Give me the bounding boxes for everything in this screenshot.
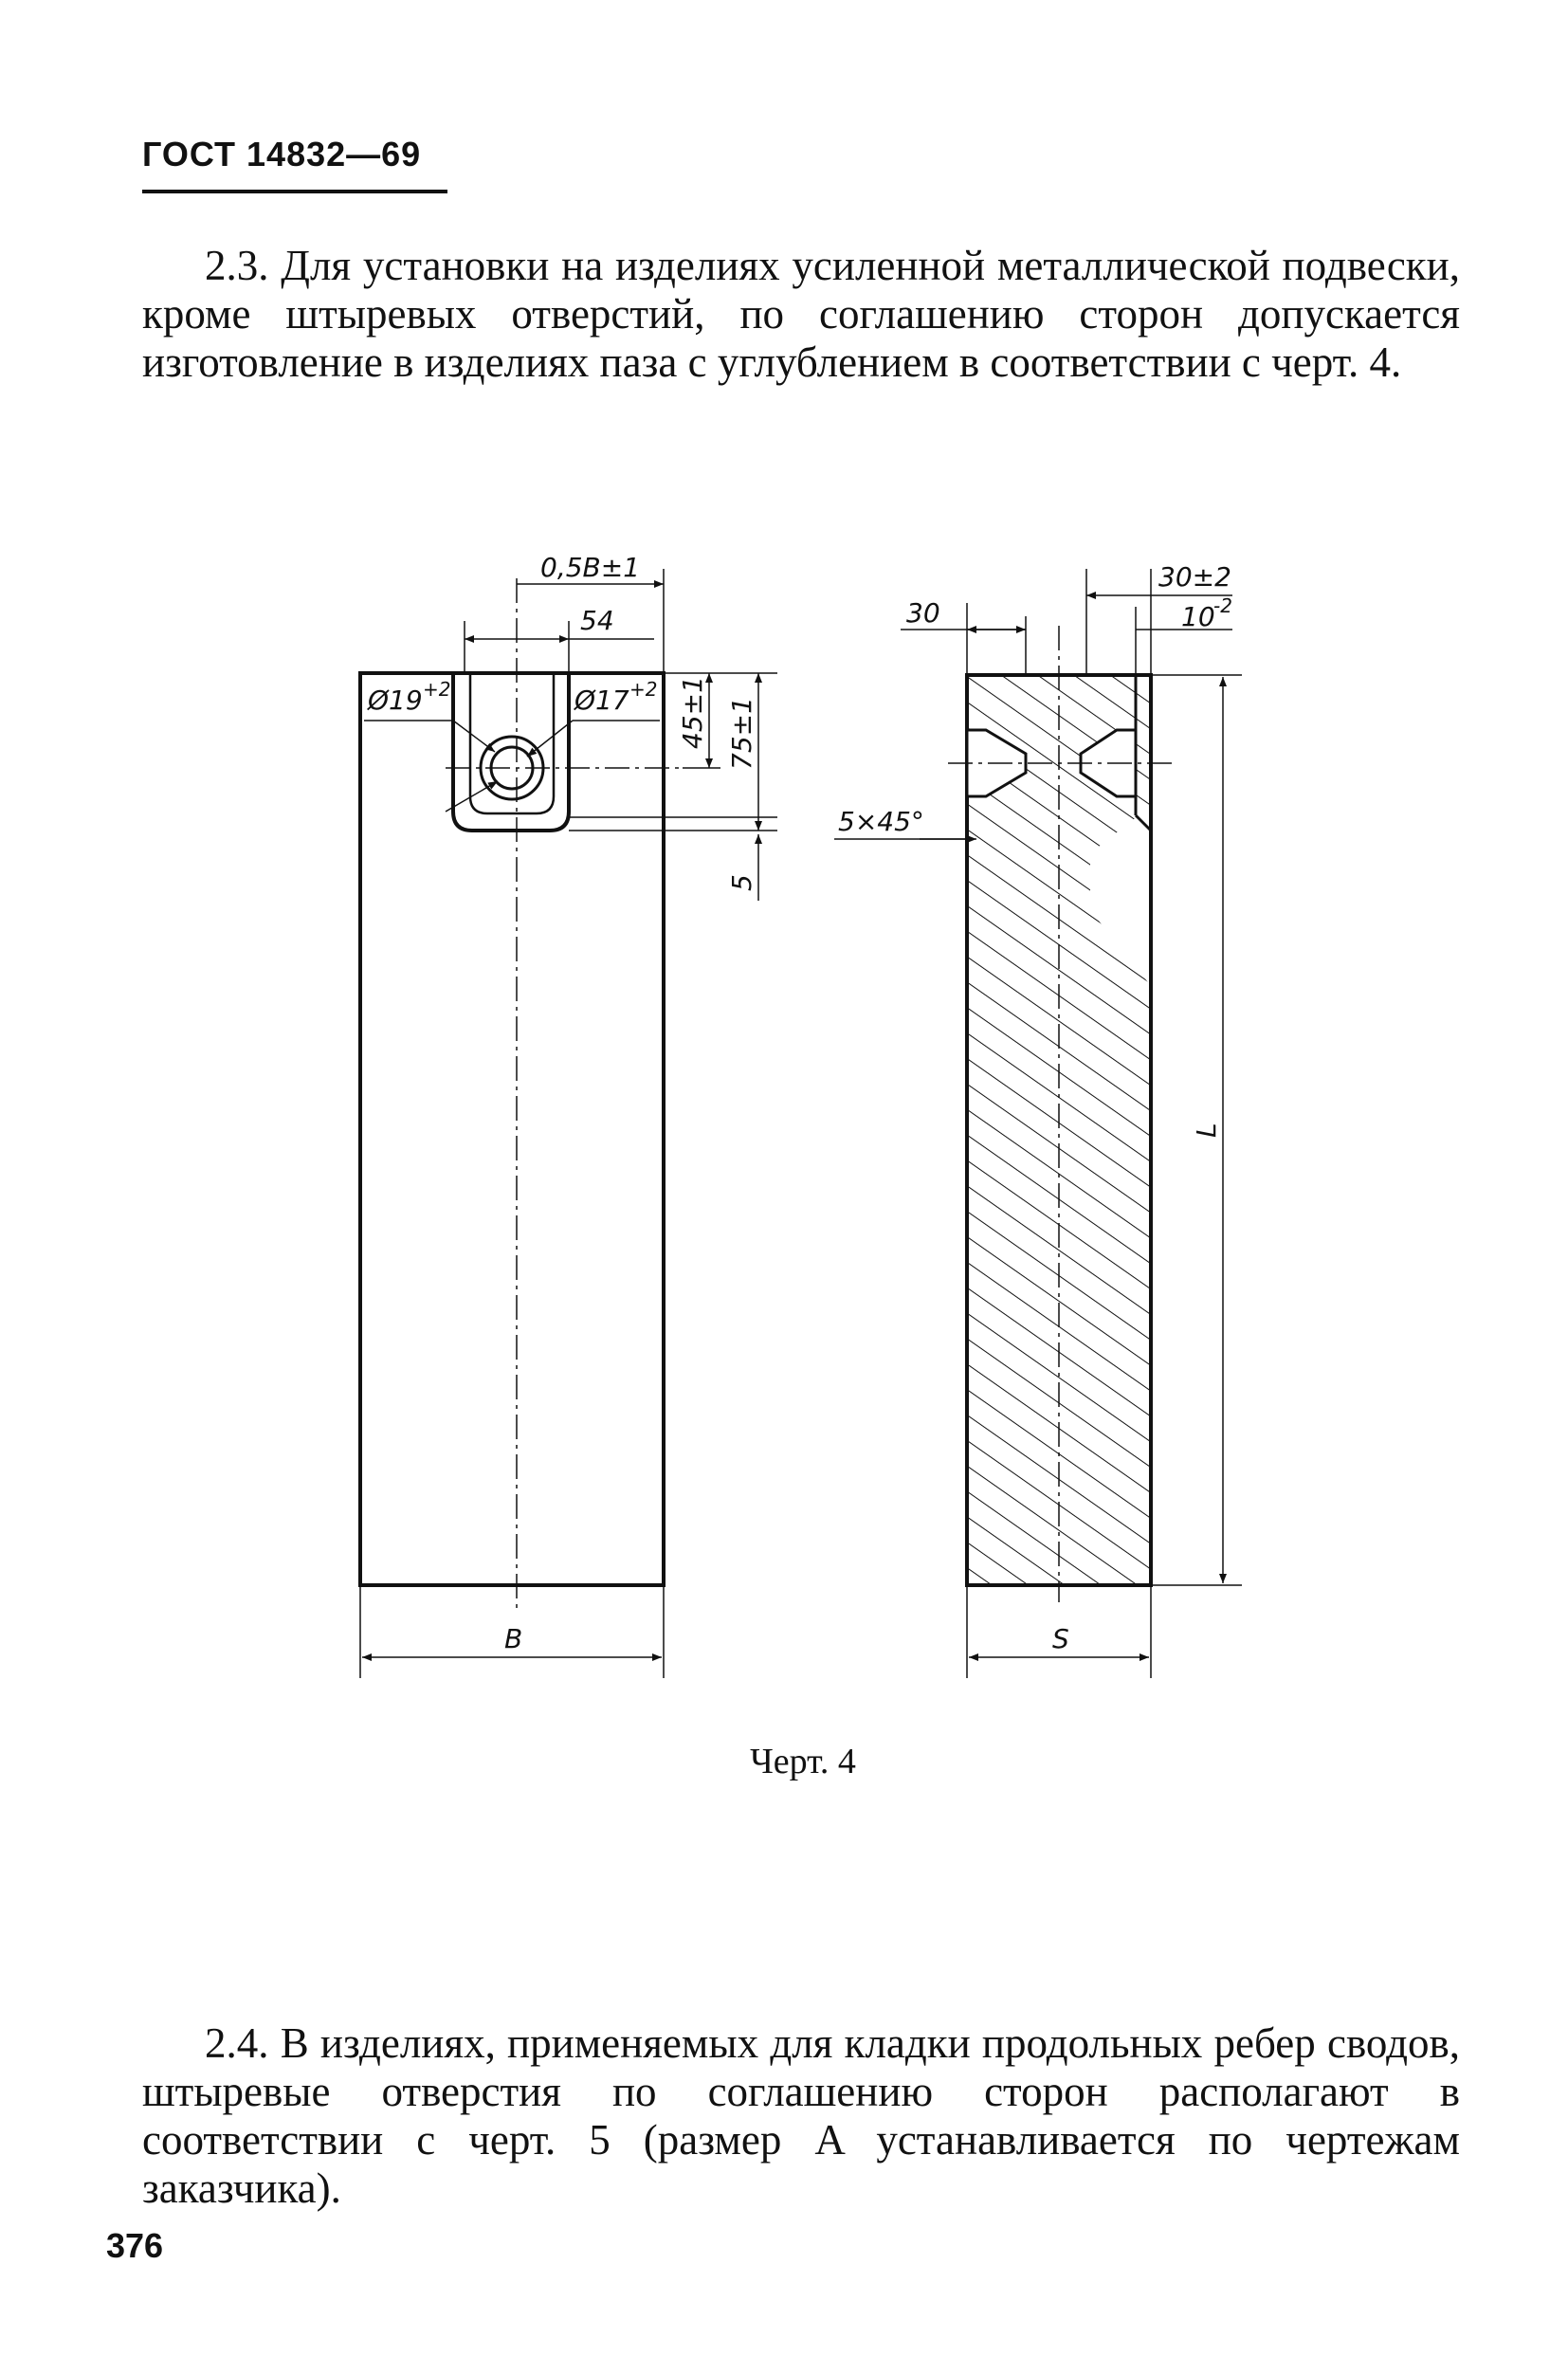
section-2-3-text: 2.3. Для установки на изделиях усиленной… <box>142 242 1460 386</box>
page-number: 376 <box>106 2226 164 2265</box>
dim-length-L: L <box>1191 1123 1222 1138</box>
front-view: 0,5B±1 54 Ø19 +2 Ø17 +2 45±1 75±1 5 <box>358 552 777 1678</box>
dim-depth-45: 45±1 <box>677 676 708 749</box>
section-2-4: 2.4. В изделиях, применяемых для кладки … <box>142 2019 1460 2213</box>
dim-side-10: 10 <box>1181 601 1215 632</box>
dim-side-30: 30 <box>906 597 940 629</box>
brick-outline <box>358 671 665 1587</box>
dim-side-10-tol: -2 <box>1213 594 1232 617</box>
dim-thickness-S: S <box>1052 1623 1069 1654</box>
section-2-4-text: 2.4. В изделиях, применяемых для кладки … <box>142 2019 1460 2212</box>
dim-hole-inner-tol: +2 <box>629 678 657 701</box>
section-2-3: 2.3. Для установки на изделиях усиленной… <box>142 242 1460 387</box>
dim-half-width: 0,5B±1 <box>540 552 640 583</box>
figure-caption-text: Черт. 4 <box>750 1742 856 1781</box>
dim-offset-5: 5 <box>726 874 757 891</box>
dim-hole-outer: Ø19 <box>367 685 423 716</box>
figure-caption: Черт. 4 <box>0 1741 1568 1782</box>
section-view: 30 30±2 10 -2 5×45° L S <box>834 561 1242 1678</box>
standard-header: ГОСТ 14832—69 <box>142 135 422 173</box>
dim-side-30-2: 30±2 <box>1158 561 1231 593</box>
dim-width-B: B <box>504 1623 522 1654</box>
dim-hole-inner: Ø17 <box>574 685 629 716</box>
header-rule <box>142 190 447 193</box>
dim-depth-75: 75±1 <box>726 697 757 770</box>
section-hatch <box>967 675 1151 1585</box>
slot-inner <box>468 673 556 815</box>
dim-hole-outer-tol: +2 <box>423 678 450 701</box>
dim-slot-width: 54 <box>580 605 614 636</box>
dim-chamfer: 5×45° <box>838 806 924 837</box>
slot-outer <box>451 673 571 832</box>
